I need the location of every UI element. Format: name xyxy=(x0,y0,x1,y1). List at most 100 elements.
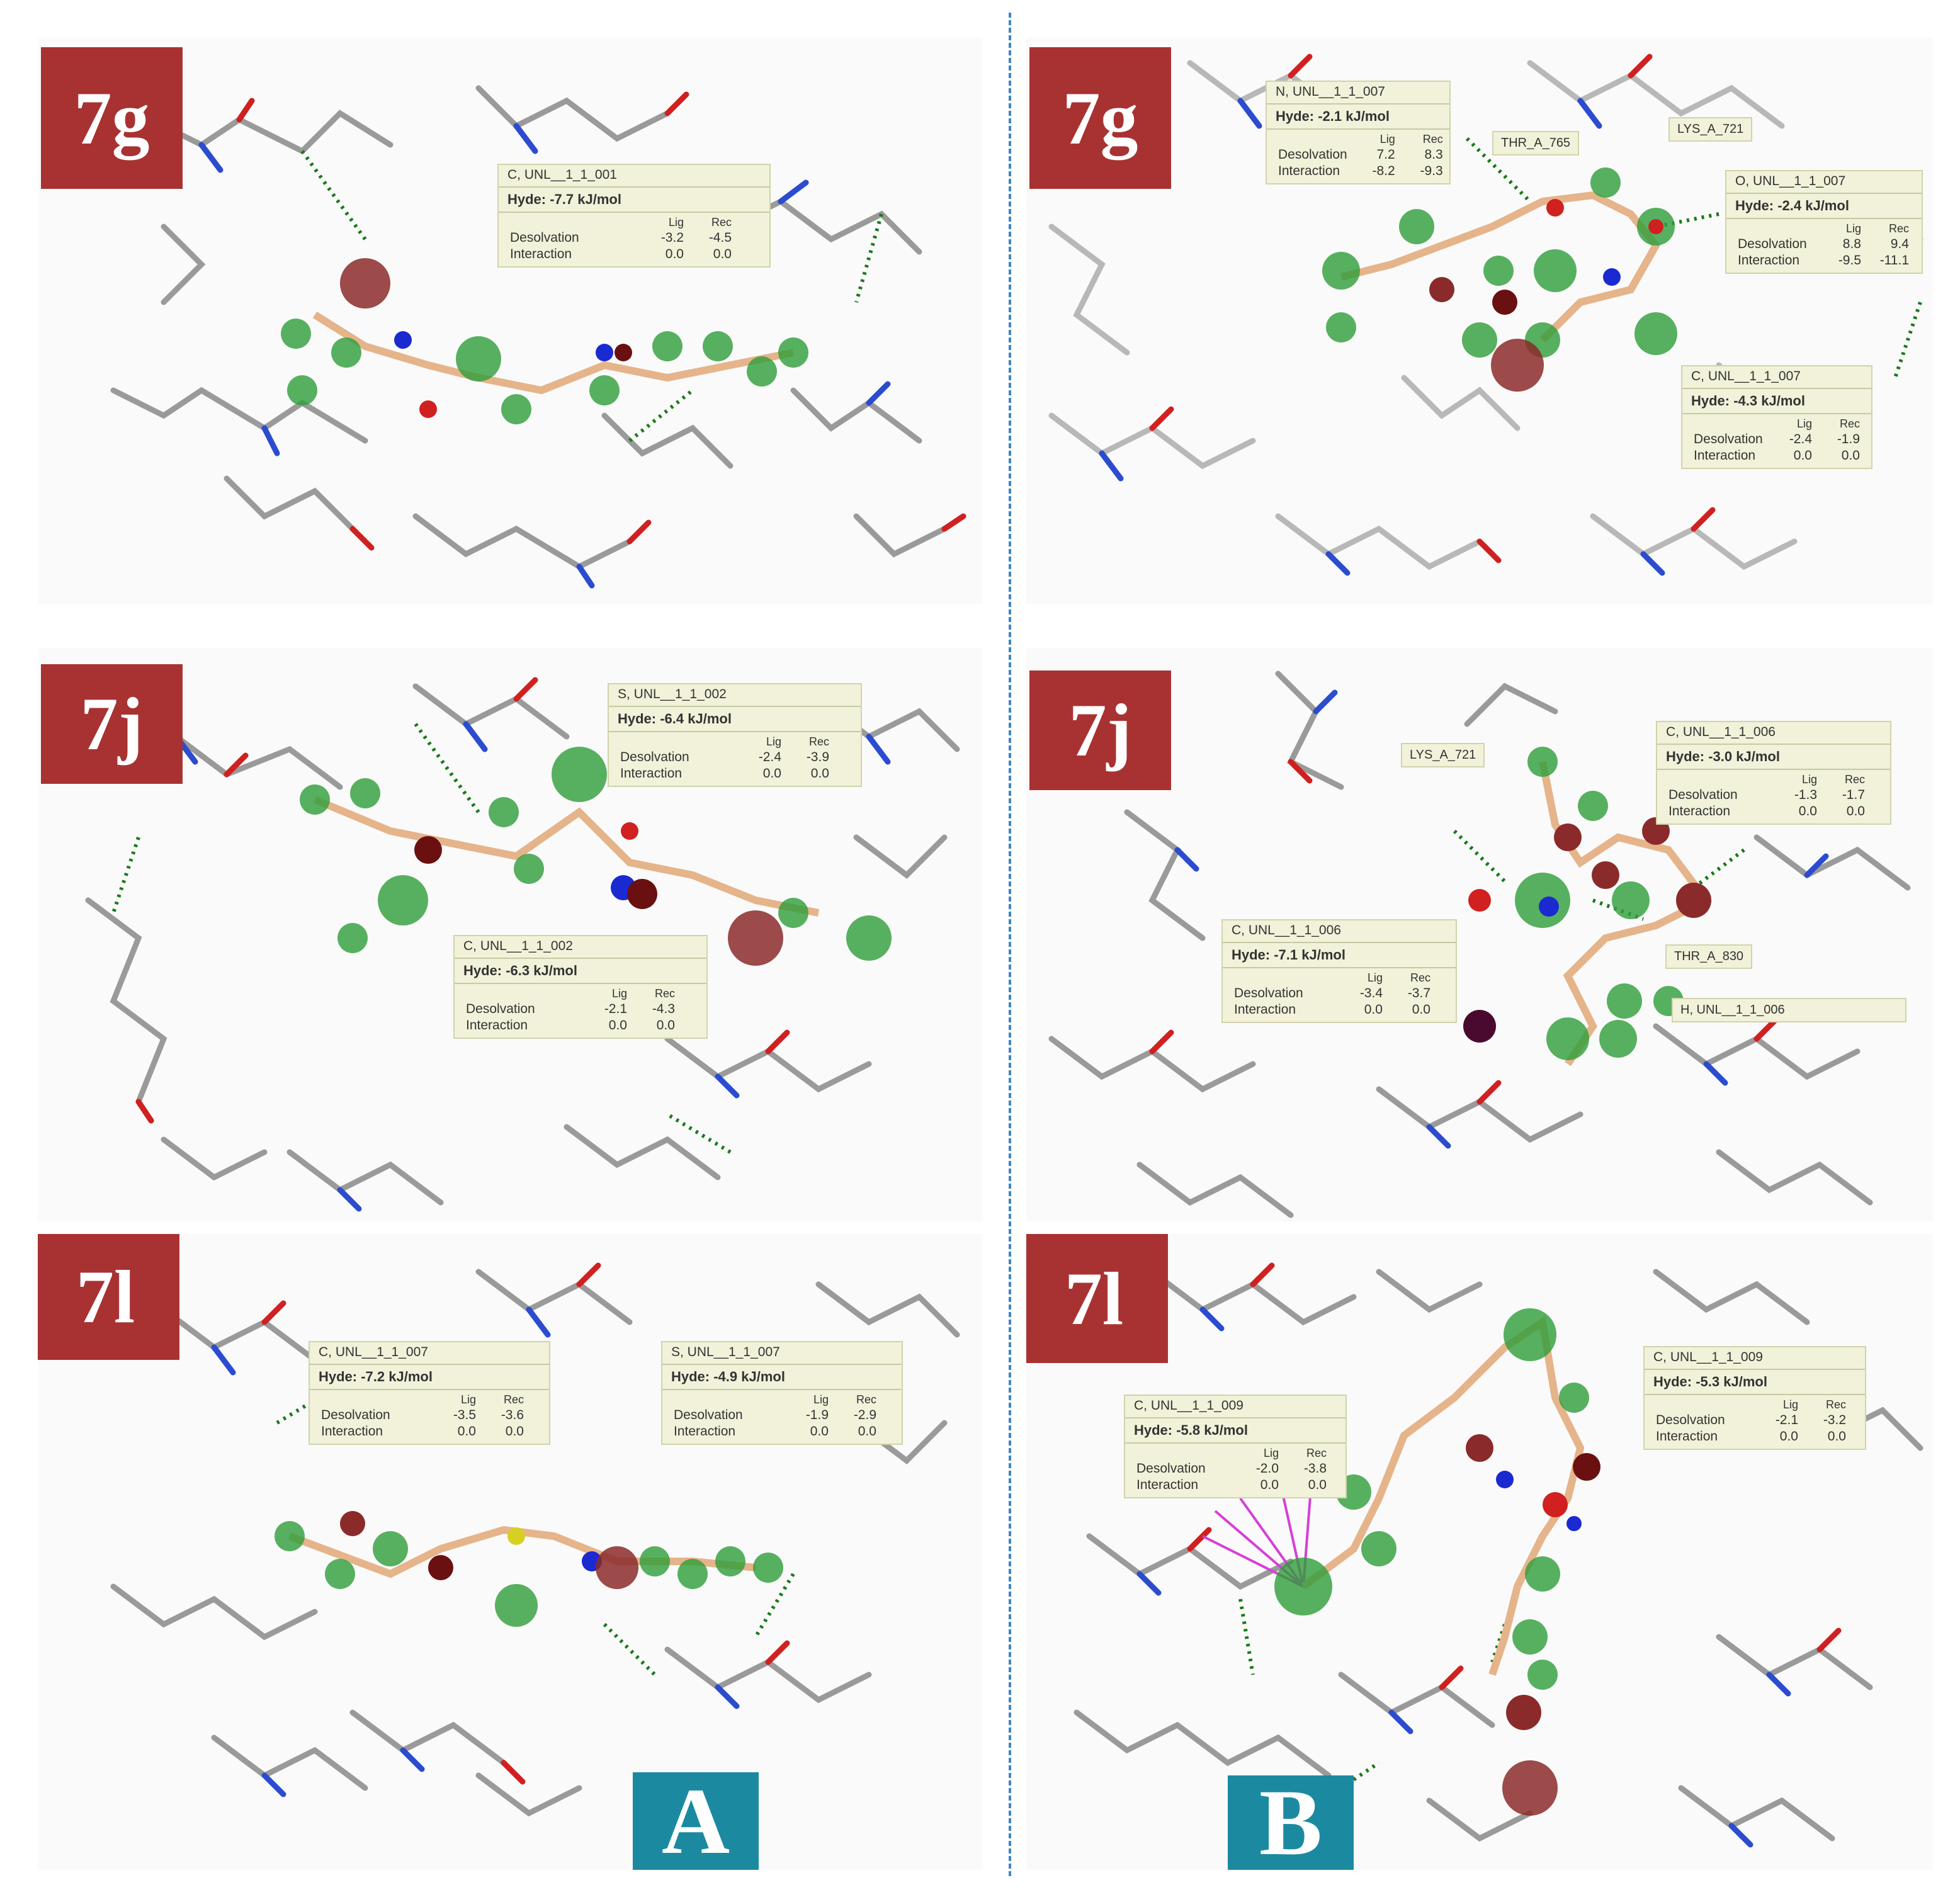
molecule-render xyxy=(110,1262,960,1817)
int-lig: 0.0 xyxy=(1260,1478,1279,1492)
row-desolvation: Desolvation xyxy=(1668,788,1738,802)
des-rec: -4.3 xyxy=(652,1002,675,1016)
tooltip-hyde: Hyde: -6.4 kJ/mol xyxy=(609,707,861,732)
panel-a-7g: 7g C, UNL__1_1_001 Hyde: -7.7 kJ/mol Lig… xyxy=(38,38,982,604)
tooltip-atom: N, UNL__1_1_007 xyxy=(1267,82,1449,105)
tooltip-hyde: Hyde: -7.2 kJ/mol xyxy=(310,1365,549,1390)
col-rec: Rec xyxy=(856,1393,876,1406)
int-rec: 0.0 xyxy=(713,247,732,261)
row-interaction: Interaction xyxy=(674,1424,736,1439)
tooltip-hyde: Hyde: -2.1 kJ/mol xyxy=(1267,105,1449,130)
int-rec: -9.3 xyxy=(1420,164,1443,178)
col-lig: Lig xyxy=(460,1393,476,1406)
col-lig: Lig xyxy=(668,216,684,229)
des-rec: -3.8 xyxy=(1303,1461,1327,1476)
row-desolvation: Desolvation xyxy=(1136,1461,1206,1476)
row-desolvation: Desolvation xyxy=(1234,986,1303,1000)
tooltip-atom: C, UNL__1_1_007 xyxy=(1682,366,1871,389)
row-desolvation: Desolvation xyxy=(674,1408,743,1422)
row-interaction: Interaction xyxy=(1668,804,1731,818)
row-desolvation: Desolvation xyxy=(321,1408,390,1422)
des-lig: -2.0 xyxy=(1255,1461,1279,1476)
int-rec: 0.0 xyxy=(1412,1002,1430,1017)
int-rec: 0.0 xyxy=(1841,448,1860,463)
col-rec: Rec xyxy=(711,216,732,229)
row-interaction: Interaction xyxy=(1738,253,1800,268)
des-rec: -3.6 xyxy=(501,1408,524,1422)
row-label-7j: 7j xyxy=(41,664,183,784)
tooltip-atom: C, UNL__1_1_006 xyxy=(1657,722,1890,745)
col-rec: Rec xyxy=(1410,971,1430,984)
col-rec: Rec xyxy=(1306,1447,1327,1459)
tooltip-a-7g: C, UNL__1_1_001 Hyde: -7.7 kJ/mol Lig Rec… xyxy=(497,164,771,268)
int-lig: 0.0 xyxy=(1793,448,1812,463)
row-desolvation: Desolvation xyxy=(510,230,579,245)
des-lig: -2.4 xyxy=(1789,432,1812,446)
tooltip-hyde: Hyde: -7.7 kJ/mol xyxy=(499,188,769,213)
molecule-render xyxy=(1073,1262,1923,1848)
int-lig: 0.0 xyxy=(1779,1429,1798,1444)
col-lig: Lig xyxy=(1367,971,1383,984)
tooltip-atom: C, UNL__1_1_009 xyxy=(1125,1396,1345,1418)
molecule-render xyxy=(1048,54,1923,576)
row-desolvation: Desolvation xyxy=(620,750,689,764)
int-rec: 0.0 xyxy=(810,766,829,781)
residue-label-thr830: THR_A_830 xyxy=(1665,944,1753,969)
row-interaction: Interaction xyxy=(466,1018,528,1033)
row-interaction: Interaction xyxy=(1234,1002,1296,1017)
tooltip-atom: S, UNL__1_1_002 xyxy=(609,684,861,707)
des-rec: -4.5 xyxy=(708,230,732,245)
tooltip-atom: C, UNL__1_1_006 xyxy=(1223,920,1456,943)
residue-label-lys721: LYS_A_721 xyxy=(1668,117,1753,142)
panel-a-7j: 7j S, UNL__1_1_002 Hyde: -6.4 kJ/mol Lig… xyxy=(38,648,982,1221)
des-rec: -1.9 xyxy=(1837,432,1860,446)
col-lig: Lig xyxy=(1782,1398,1798,1411)
col-rec: Rec xyxy=(1888,222,1909,235)
des-rec: 8.3 xyxy=(1424,147,1443,162)
tooltip-hyde: Hyde: -4.3 kJ/mol xyxy=(1682,389,1871,414)
column-label-a: A xyxy=(633,1769,759,1870)
panel-a-7l: 7l C, UNL__1_1_007 Hyde: -7.2 kJ/mol Lig… xyxy=(38,1234,982,1870)
col-rec: Rec xyxy=(1839,417,1860,430)
row-desolvation: Desolvation xyxy=(1278,147,1347,162)
int-lig: 0.0 xyxy=(1798,804,1817,818)
col-lig: Lig xyxy=(1379,133,1395,145)
panel-b-7j: 7j LYS_A_721 C, UNL__1_1_006 Hyde: -3.0 … xyxy=(1026,648,1933,1221)
tooltip-hyde: Hyde: -6.3 kJ/mol xyxy=(455,959,706,984)
int-rec: 0.0 xyxy=(656,1018,675,1033)
col-lig: Lig xyxy=(1796,417,1812,430)
row-label-7l: 7l xyxy=(1026,1234,1168,1363)
tooltip-hyde: Hyde: -7.1 kJ/mol xyxy=(1223,943,1456,968)
des-lig: -1.9 xyxy=(805,1408,829,1422)
molecule-render xyxy=(85,677,960,1212)
column-divider xyxy=(1009,13,1011,1876)
tooltip-hyde: Hyde: -4.9 kJ/mol xyxy=(662,1365,902,1390)
col-lig: Lig xyxy=(611,987,627,1000)
int-lig: -8.2 xyxy=(1372,164,1395,178)
int-lig: 0.0 xyxy=(457,1424,476,1439)
row-interaction: Interaction xyxy=(321,1424,383,1439)
des-lig: -2.4 xyxy=(758,750,781,764)
col-lig: Lig xyxy=(813,1393,829,1406)
row-interaction: Interaction xyxy=(1136,1478,1199,1492)
residue-label-lys721: LYS_A_721 xyxy=(1401,743,1485,767)
int-lig: 0.0 xyxy=(762,766,781,781)
row-label-7l: 7l xyxy=(38,1234,179,1360)
col-rec: Rec xyxy=(654,987,675,1000)
tooltip-atom: C, UNL__1_1_001 xyxy=(499,165,769,188)
des-rec: -3.2 xyxy=(1823,1413,1846,1427)
